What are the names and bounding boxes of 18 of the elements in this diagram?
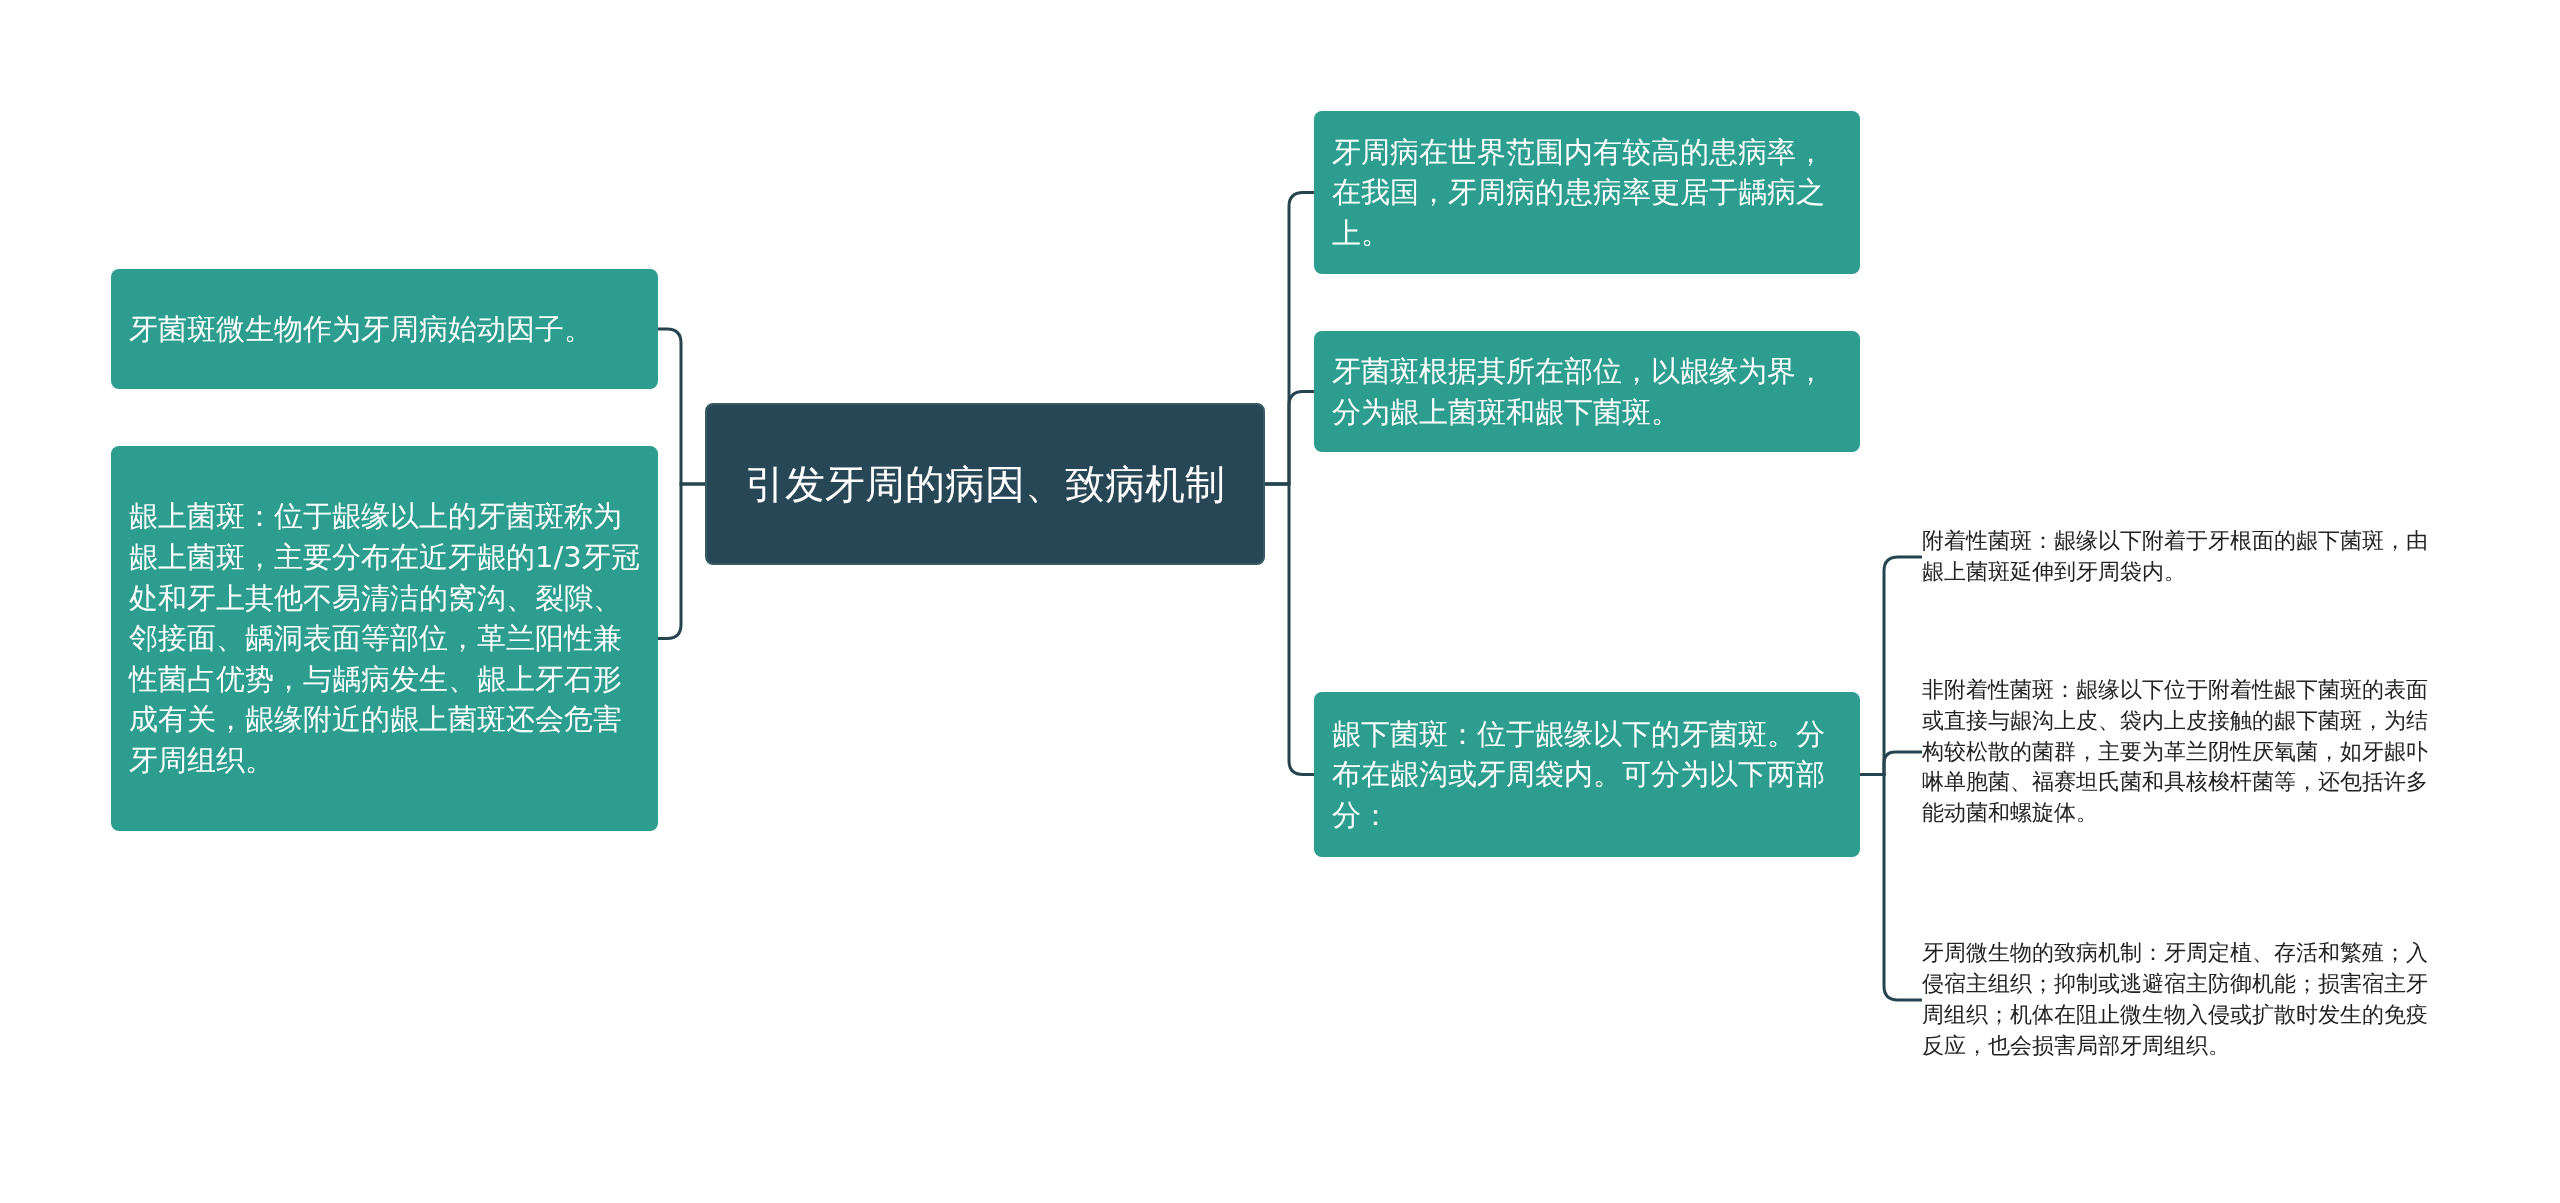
topic-box xyxy=(111,269,658,389)
topic-box xyxy=(1314,111,1860,274)
connector-line xyxy=(1265,482,1314,776)
topic-text: 牙周病在世界范围内有较高的患病率，在我国，牙周病的患病率更居于龋病之上。 xyxy=(1332,133,1826,252)
central-topic-box xyxy=(705,403,1265,565)
topic-box xyxy=(111,446,658,831)
topic-text: 龈上菌斑：位于龈缘以上的牙菌斑称为龈上菌斑，主要分布在近牙龈的1/3牙冠处和牙上其他不易清洁的窝沟、裂隙、邻接面、龋洞表面等部位，革兰阳性兼性菌占优势，与龋病发生、龈上牙石形成有关，龈缘附近的龈上菌斑还会危害牙周组织。 xyxy=(129,498,640,779)
connector-line xyxy=(658,482,705,640)
subtopic-text: 牙周微生物的致病机制：牙周定植、存活和繁殖；入侵宿主组织；抑制或逃避宿主防御机能；损害宿主牙周组织；机体在阻止微生物入侵或扩散时发生的免疫反应，也会损害局部牙周组织。 xyxy=(1922,939,2429,1060)
topic-box xyxy=(1314,331,1860,452)
topic-text: 引发牙周的病因、致病机制 xyxy=(745,460,1225,509)
topic-box xyxy=(1314,692,1860,857)
topic-text: 牙菌斑微生物作为牙周病始动因子。 xyxy=(129,310,593,348)
subtopic-text: 非附着性菌斑：龈缘以下位于附着性龈下菌斑的表面或直接与龈沟上皮、袋内上皮接触的龈下菌斑，为结构较松散的菌群，主要为革兰阴性厌氧菌，如牙龈卟啉单胞菌、福赛坦氏菌和具核梭杆菌等，还包括许多能动菌和螺旋体。 xyxy=(1922,676,2429,828)
topic-text: 牙菌斑根据其所在部位，以龈缘为界，分为龈上菌斑和龈下菌斑。 xyxy=(1332,352,1826,431)
subtopic-text: 附着性菌斑：龈缘以下附着于牙根面的龈下菌斑，由龈上菌斑延伸到牙周袋内。 xyxy=(1922,527,2429,586)
topic-text: 龈下菌斑：位于龈缘以下的牙菌斑。分布在龈沟或牙周袋内。可分为以下两部分： xyxy=(1332,715,1826,834)
connector-line xyxy=(1860,773,1922,1002)
